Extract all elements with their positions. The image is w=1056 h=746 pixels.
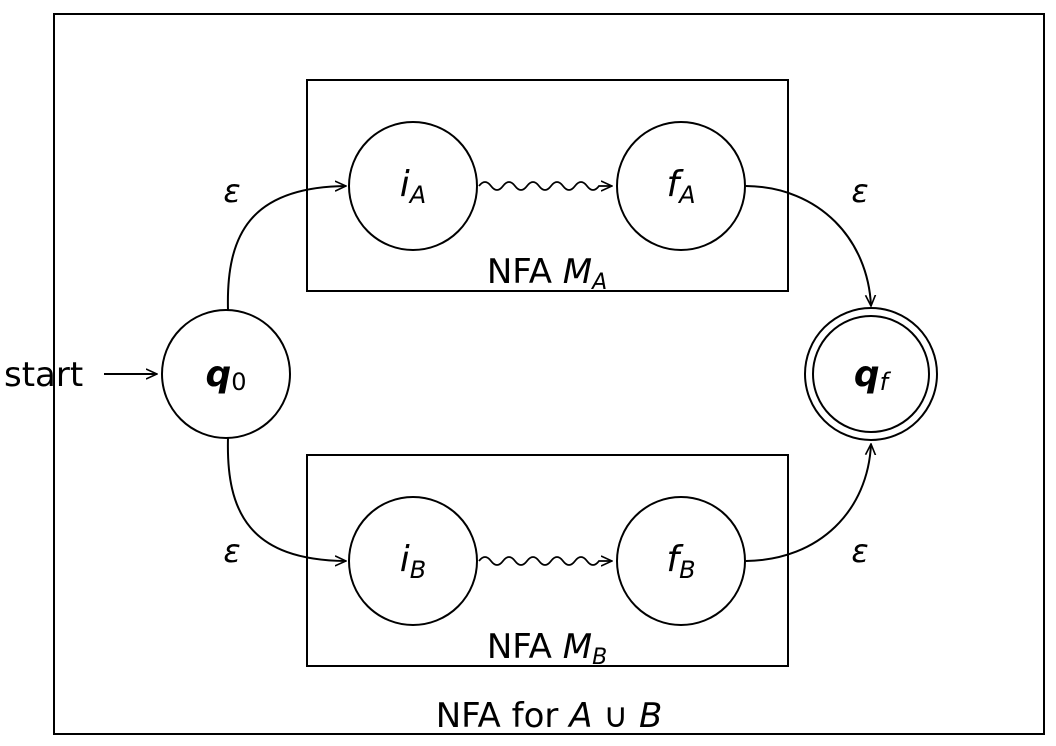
nfa-mb-box — [306, 454, 789, 667]
epsilon-label-fb-qf: ε — [851, 532, 868, 570]
start-label: start — [4, 355, 83, 395]
nfa-mb-label: NFA MB — [487, 627, 607, 670]
state-fa: fA — [616, 121, 746, 251]
state-fa-label: fA — [666, 164, 695, 209]
nfa-ma-label: NFA MA — [487, 252, 607, 295]
nfa-ma-box — [306, 79, 789, 292]
accept-ring — [812, 315, 930, 433]
edge-q0-ib — [226, 437, 346, 561]
edge-q0-ia — [226, 186, 346, 311]
edge-fb-qf — [745, 444, 871, 562]
state-qf: qf — [804, 307, 938, 441]
epsilon-label-q0-ia: ε — [223, 172, 240, 210]
outer-nfa-label: NFA for A ∪ B — [436, 696, 663, 736]
outer-nfa-box — [53, 13, 1045, 735]
state-q0: q0 — [161, 309, 291, 439]
state-fb: fB — [616, 496, 746, 626]
state-ib-label: iB — [400, 539, 426, 584]
epsilon-label-q0-ib: ε — [223, 532, 240, 570]
state-ia-label: iA — [400, 164, 426, 209]
state-ia: iA — [348, 121, 478, 251]
edge-fa-qf — [745, 185, 871, 306]
state-ib: iB — [348, 496, 478, 626]
wavy-path-b — [478, 557, 612, 565]
wavy-path-a — [478, 182, 612, 190]
state-q0-label: q0 — [205, 354, 246, 396]
epsilon-label-fa-qf: ε — [851, 172, 868, 210]
